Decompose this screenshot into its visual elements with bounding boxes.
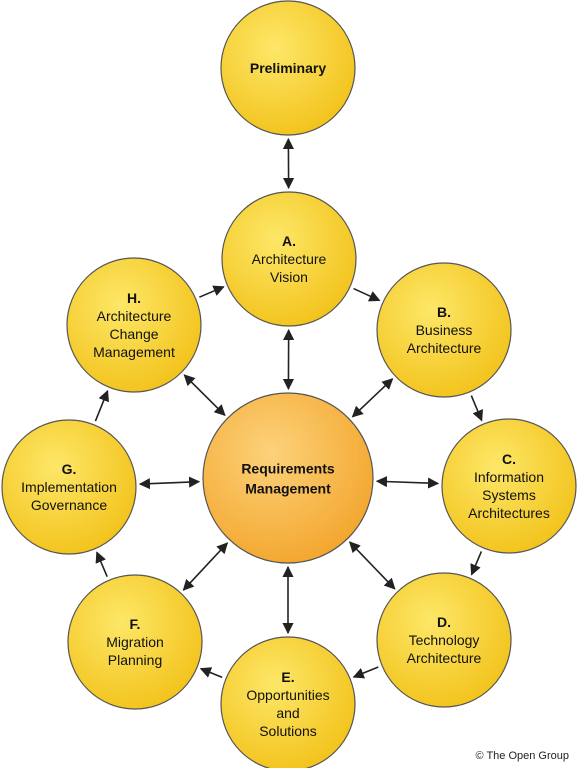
node-label-b-line-2: Architecture (407, 340, 482, 356)
node-label-g-line-0: G. (62, 461, 77, 477)
node-label-a-line-2: Vision (270, 269, 308, 285)
arrow-d-to-e (352, 666, 379, 679)
node-circle-c (441, 418, 577, 554)
node-label-h-line-3: Management (93, 344, 175, 360)
node-label-e-line-2: and (276, 705, 299, 721)
connector-layer (94, 137, 483, 679)
node-label-h-line-2: Change (109, 326, 158, 342)
node-label-d-line-0: D. (437, 614, 451, 630)
node-circle-rm (202, 392, 374, 564)
node-label-d-line-2: Architecture (407, 650, 482, 666)
node-circle-b (376, 262, 512, 398)
node-label-g-line-2: Governance (31, 497, 107, 513)
node-label-preliminary-line-0: Preliminary (250, 60, 326, 76)
node-label-f-line-0: F. (130, 616, 141, 632)
arrow-rm-to-d (348, 541, 396, 590)
node-circle-a (221, 191, 357, 327)
node-label-rm-line-0: Requirements (241, 460, 335, 476)
arrow-rm-to-f (182, 542, 229, 591)
arrow-e-to-f (199, 667, 223, 679)
node-label-e-line-3: Solutions (259, 723, 317, 739)
arrow-rm-to-b (351, 378, 394, 418)
node-label-a-line-0: A. (282, 233, 296, 249)
node-label-g-line-1: Implementation (21, 479, 117, 495)
arrow-rm-to-h (183, 374, 226, 417)
node-preliminary: Preliminary (220, 0, 356, 136)
node-label-f-line-1: Migration (106, 634, 164, 650)
node-circle-e (220, 636, 356, 768)
arrow-a-to-b (353, 287, 381, 302)
node-label-e-line-1: Opportunities (246, 687, 329, 703)
node-circle-preliminary (220, 0, 356, 136)
node-label-c-line-2: Systems (482, 487, 536, 503)
arrow-rm-to-g (138, 476, 201, 490)
node-label-d-line-1: Technology (409, 632, 480, 648)
arrow-g-to-h (94, 389, 110, 422)
node-label-c-line-3: Architectures (468, 505, 550, 521)
node-label-e-line-0: E. (281, 669, 294, 685)
arrow-c-to-d (470, 551, 483, 576)
node-label-c-line-0: C. (502, 451, 516, 467)
arrow-b-to-c (470, 395, 483, 422)
node-label-rm-line-1: Management (245, 480, 331, 496)
node-label-h-line-0: H. (127, 290, 141, 306)
node-circle-f (67, 574, 203, 710)
arrow-h-to-a (199, 285, 225, 298)
node-label-a-line-1: Architecture (252, 251, 327, 267)
node-label-c-line-1: Information (474, 469, 544, 485)
copyright-notice: © The Open Group (475, 750, 569, 762)
arrow-f-to-g (95, 551, 108, 577)
node-label-h-line-1: Architecture (97, 308, 172, 324)
node-label-b-line-0: B. (437, 304, 451, 320)
node-circle-h (66, 257, 202, 393)
node-label-b-line-1: Business (416, 322, 473, 338)
arrow-rm-to-c (375, 475, 440, 489)
node-circle-d (376, 572, 512, 708)
node-circle-g (1, 419, 137, 555)
node-label-f-line-2: Planning (108, 652, 163, 668)
